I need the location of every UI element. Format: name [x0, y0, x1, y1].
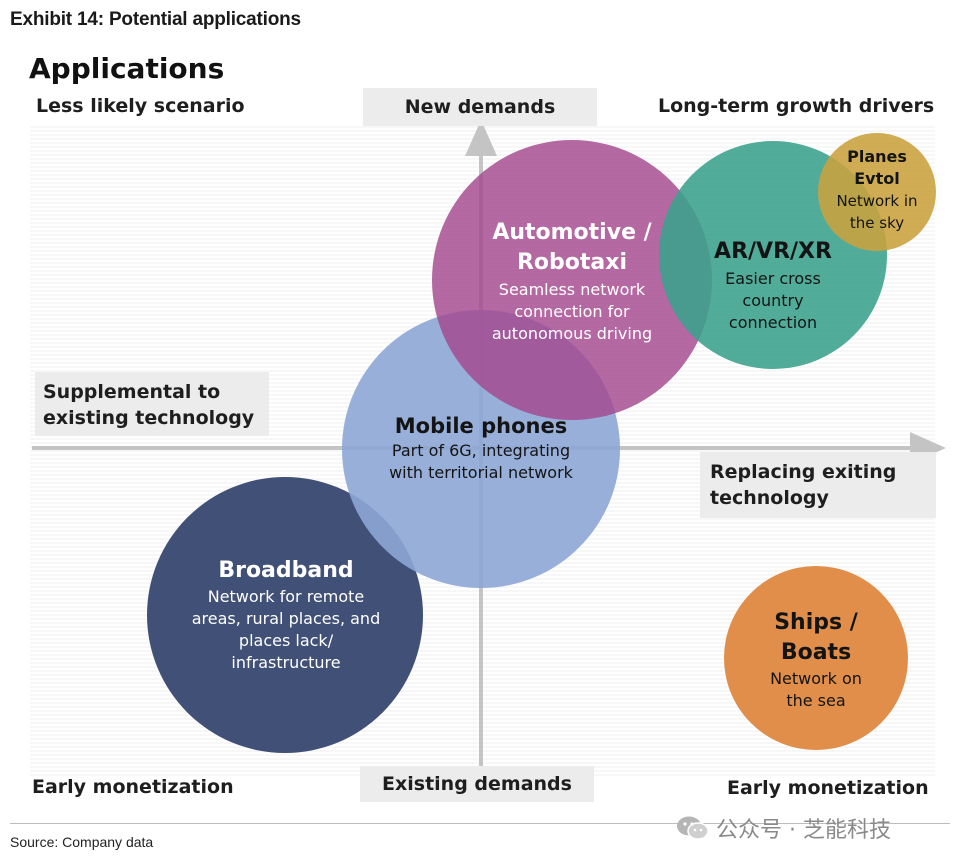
arvr-desc-line1: Easier cross [725, 269, 821, 288]
source-note: Source: Company data [10, 834, 154, 850]
axis-label-new-demands: New demands [363, 88, 597, 126]
automotive-label: Automotive / Robotaxi Seamless network c… [462, 218, 682, 345]
corner-top-left: Less likely scenario [36, 95, 245, 117]
corner-top-right: Long-term growth drivers [658, 95, 935, 117]
mobile-label: Mobile phones Part of 6G, integrating wi… [370, 412, 592, 484]
broadband-desc-line4: infrastructure [231, 653, 341, 672]
planes-label: Planes Evtol Network in the sky [820, 146, 934, 234]
automotive-desc-line1: Seamless network [498, 280, 646, 299]
wechat-icon [677, 816, 709, 840]
mobile-title: Mobile phones [394, 414, 568, 438]
bubble-planes [818, 133, 936, 251]
axis-label-supplemental-line1: Supplemental to [43, 381, 221, 403]
axis-label-supplemental: Supplemental to existing technology [35, 372, 269, 436]
arvr-desc-line3: connection [728, 313, 818, 332]
bubble-automotive [432, 140, 712, 420]
axis-label-replacing-line1: Replacing exiting [710, 461, 897, 483]
watermark-text: 公众号 · 芝能科技 [716, 818, 891, 843]
mobile-desc-line1: Part of 6G, integrating [391, 441, 571, 460]
mobile-desc-line2: with territorial network [389, 463, 573, 482]
broadband-label: Broadband Network for remote areas, rura… [175, 556, 397, 674]
arvr-desc-line2: country [742, 291, 804, 310]
broadband-desc-line2: areas, rural places, and [191, 609, 381, 628]
broadband-title: Broadband [218, 558, 354, 583]
planes-title-line1: Planes [847, 147, 907, 166]
exhibit-title: Exhibit 14: Potential applications [10, 9, 301, 30]
ships-title-line2: Boats [780, 640, 852, 665]
broadband-desc-line1: Network for remote [207, 587, 365, 606]
ships-title-line1: Ships / [774, 610, 858, 635]
section-title: Applications [29, 52, 225, 85]
planes-title-line2: Evtol [854, 169, 900, 188]
ships-desc-line1: Network on [770, 669, 862, 688]
axis-label-supplemental-line2: existing technology [43, 407, 255, 429]
planes-desc-line1: Network in [836, 192, 918, 210]
bubble-ships [724, 566, 908, 750]
axis-label-replacing-line2: technology [710, 487, 829, 509]
automotive-title-line1: Automotive / [492, 220, 652, 245]
planes-desc-line2: the sky [849, 214, 905, 232]
axis-label-replacing: Replacing exiting technology [700, 452, 936, 518]
automotive-title-line2: Robotaxi [516, 250, 627, 275]
corner-bottom-right: Early monetization [727, 777, 929, 799]
corner-bottom-left: Early monetization [32, 776, 234, 798]
automotive-desc-line2: connection for [514, 302, 630, 321]
ships-desc-line2: the sea [786, 691, 846, 710]
bubble-broadband [147, 477, 423, 753]
axis-label-existing-demands: Existing demands [360, 766, 594, 802]
footer-divider [10, 823, 950, 824]
ships-label: Ships / Boats Network on the sea [738, 608, 894, 712]
broadband-desc-line3: places lack/ [238, 631, 334, 650]
watermark: 公众号 · 芝能科技 [676, 812, 891, 844]
arvr-label: AR/VR/XR Easier cross country connection [685, 238, 861, 334]
arvr-title: AR/VR/XR [714, 239, 832, 264]
automotive-desc-line3: autonomous driving [491, 324, 653, 343]
